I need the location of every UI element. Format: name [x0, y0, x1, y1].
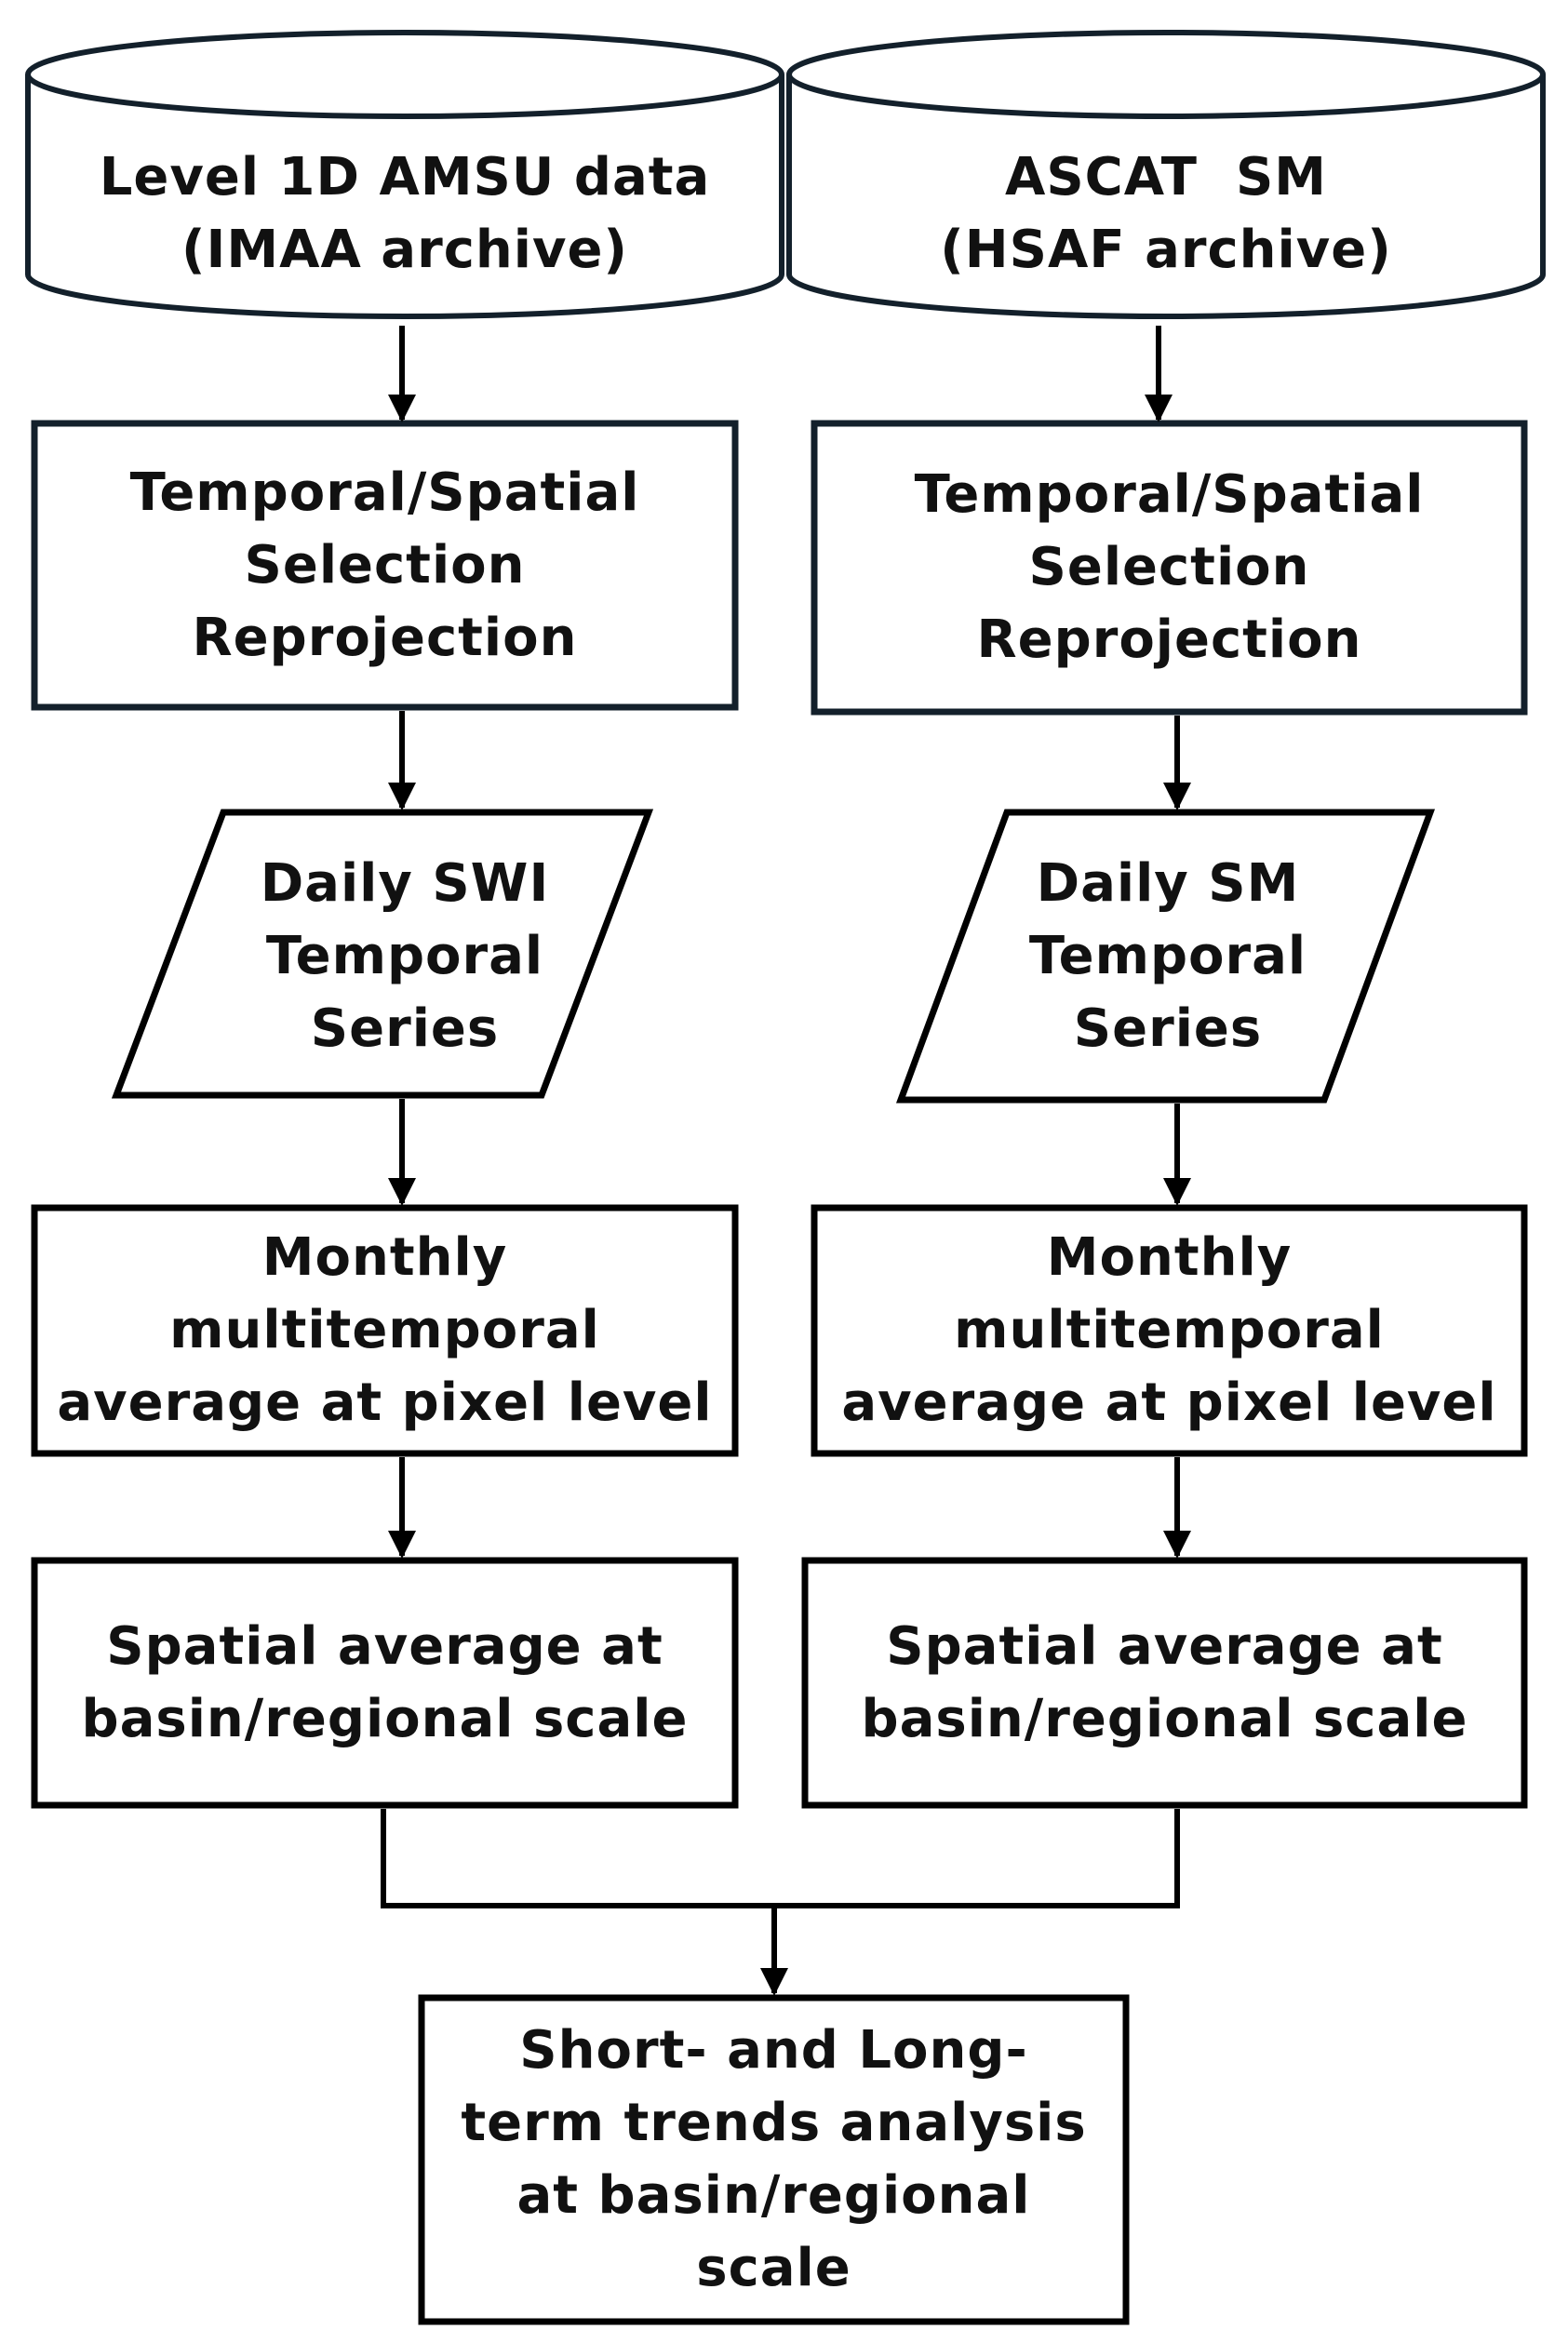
left-series-line-1: Daily SWI — [260, 853, 550, 914]
right-selection-line-2: Selection — [1028, 537, 1310, 597]
trend-analysis-label: Short- and Long- term trends analysis at… — [422, 1998, 1126, 2322]
amsu-data-label: Level 1D AMSU data (IMAA archive) — [28, 140, 782, 288]
right-monthly-box — [811, 1204, 1528, 1457]
trend-analysis-line-4: scale — [696, 2238, 851, 2298]
left-monthly-box — [31, 1204, 739, 1457]
amsu-data-cylinder — [25, 30, 784, 319]
left-spatial-line-1: Spatial average at — [106, 1615, 663, 1677]
left-monthly-label: Monthly multitemporal average at pixel l… — [34, 1208, 735, 1453]
left-monthly-line-2: multitemporal — [169, 1300, 600, 1360]
right-selection-line-1: Temporal/Spatial — [914, 464, 1425, 525]
connector-spatial-merge — [381, 1809, 1180, 1908]
left-spatial-box — [31, 1557, 739, 1809]
amsu-data-line-1: Level 1D AMSU data — [99, 147, 711, 208]
right-monthly-label: Monthly multitemporal average at pixel l… — [814, 1208, 1524, 1453]
amsu-data-line-2: (IMAA archive) — [181, 220, 629, 280]
left-selection-line-3: Reprojection — [192, 607, 578, 668]
left-series-line-2: Temporal — [265, 926, 544, 986]
ascat-data-line-1: ASCAT SM — [1004, 147, 1327, 208]
right-selection-box — [811, 420, 1528, 716]
left-spatial-line-2: basin/regional scale — [81, 1688, 689, 1749]
left-series-line-3: Series — [310, 998, 500, 1059]
right-spatial-label: Spatial average at basin/regional scale — [805, 1560, 1524, 1805]
left-series-parallelogram — [111, 809, 654, 1099]
right-series-line-2: Temporal — [1028, 926, 1307, 986]
left-series-label: Daily SWI Temporal Series — [195, 817, 614, 1096]
right-spatial-line-1: Spatial average at — [886, 1615, 1443, 1677]
left-monthly-line-3: average at pixel level — [57, 1372, 713, 1433]
ascat-data-cylinder — [786, 30, 1546, 319]
left-selection-line-1: Temporal/Spatial — [129, 462, 640, 523]
right-series-parallelogram — [895, 809, 1436, 1104]
right-monthly-line-2: multitemporal — [954, 1300, 1385, 1360]
right-series-label: Daily SM Temporal Series — [958, 817, 1377, 1096]
ascat-data-line-2: (HSAF archive) — [940, 220, 1392, 280]
right-spatial-box — [801, 1557, 1528, 1809]
left-selection-box — [31, 420, 739, 711]
right-spatial-line-2: basin/regional scale — [861, 1688, 1468, 1749]
trend-analysis-box — [418, 1994, 1130, 2325]
trend-analysis-line-3: at basin/regional — [516, 2165, 1031, 2226]
left-selection-line-2: Selection — [244, 534, 526, 596]
left-monthly-line-1: Monthly — [261, 1227, 508, 1288]
trend-analysis-line-2: term trends analysis — [461, 2093, 1087, 2153]
right-selection-label: Temporal/Spatial Selection Reprojection — [814, 423, 1524, 712]
right-series-line-1: Daily SM — [1036, 853, 1300, 914]
trend-analysis-line-1: Short- and Long- — [519, 2020, 1028, 2081]
right-series-line-3: Series — [1073, 998, 1263, 1059]
left-selection-label: Temporal/Spatial Selection Reprojection — [34, 423, 735, 707]
ascat-data-label: ASCAT SM (HSAF archive) — [789, 140, 1543, 288]
right-monthly-line-3: average at pixel level — [841, 1372, 1497, 1433]
right-selection-line-3: Reprojection — [976, 609, 1362, 670]
left-spatial-label: Spatial average at basin/regional scale — [34, 1560, 735, 1805]
right-monthly-line-1: Monthly — [1046, 1227, 1293, 1288]
